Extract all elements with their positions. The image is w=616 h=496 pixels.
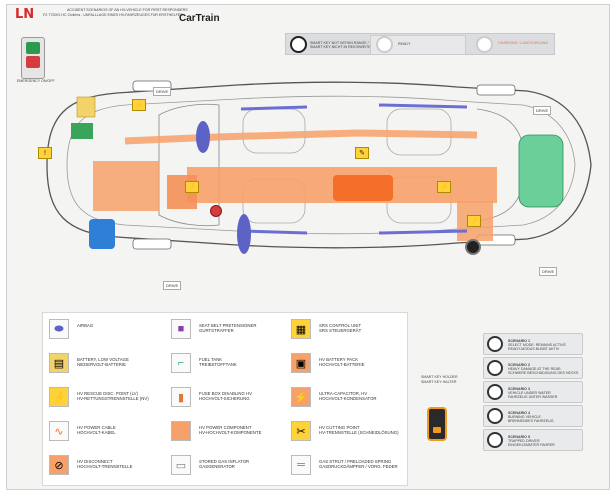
- scenario-1-knob[interactable]: [487, 336, 503, 352]
- scenario-5-knob[interactable]: [487, 432, 503, 448]
- seatbelt-icon: ■: [171, 319, 191, 339]
- smart-key-label-1: SMART KEY HOLDER: [421, 375, 458, 379]
- scenario-3-knob[interactable]: [487, 384, 503, 400]
- status-panel: SMART KEY NOT WITHIN RANGE / SMART KEY N…: [285, 33, 555, 55]
- ignition-knob[interactable]: [465, 239, 481, 255]
- switch-red-button[interactable]: [26, 56, 40, 68]
- fuse-icon: ▮: [171, 387, 191, 407]
- legend-airbag: ⬬AIRBAG: [47, 313, 167, 346]
- capacitor-icon: ⚡: [291, 387, 311, 407]
- hv-rescue-icon: ⚡: [49, 387, 69, 407]
- emergency-switch-label: EMERGENCY ON/OFF: [17, 79, 55, 83]
- fuel-icon: ⌐: [171, 353, 191, 373]
- drive-label-bottom-left: DRIVE: [163, 281, 182, 290]
- drive-label-bottom-right: DRIVE: [539, 267, 558, 276]
- scenario-2-knob[interactable]: [487, 360, 503, 376]
- warning-sign-top: ⚡: [132, 99, 146, 111]
- range-label: SMART KEY NOT WITHIN RANGE / SMART KEY N…: [310, 41, 371, 50]
- gas-inflator-icon: ▭: [171, 455, 191, 475]
- warning-sign-front: !: [38, 147, 52, 159]
- charging-knob[interactable]: [476, 36, 493, 53]
- warning-sign-center: ⚡: [437, 181, 451, 193]
- drive-label-top-left: DRIVE: [153, 87, 172, 96]
- legend-hv-rescue: ⚡HV RESCUE DISC. POINT (LV)HV-RETTUNGSTR…: [47, 381, 167, 414]
- hv-component-icon: [171, 421, 191, 441]
- smart-key-button[interactable]: [433, 427, 441, 433]
- ln-logo: LN: [15, 7, 35, 22]
- switch-green-button[interactable]: [26, 42, 40, 54]
- drive-label-top-right: DRIVE: [533, 106, 552, 115]
- smart-key-label-2: SMART KEY HALTER: [421, 380, 457, 384]
- car-diagram: [46, 80, 592, 254]
- range-knob[interactable]: [290, 36, 307, 53]
- charging-label: CHARGING / LADEVORGANG: [498, 41, 549, 45]
- srs-icon: ▦: [291, 319, 311, 339]
- warning-sign-rear: ⚡: [467, 215, 481, 227]
- gas-strut-icon: ═: [291, 455, 311, 475]
- brand-logo: CarTrain: [179, 13, 220, 24]
- cable-icon: ∿: [49, 421, 69, 441]
- smart-key-holder[interactable]: [427, 407, 447, 441]
- trainer-board: LN ACCIDENT SCENARIOS OF AN HV-VEHICLE F…: [6, 4, 610, 490]
- header-subtitle-1: ACCIDENT SCENARIOS OF AN HV-VEHICLE FOR …: [67, 8, 188, 12]
- disconnect-icon: ⊘: [49, 455, 69, 475]
- ready-label: READY: [398, 42, 411, 46]
- emergency-switch[interactable]: [21, 37, 45, 79]
- ready-knob[interactable]: [376, 36, 393, 53]
- warning-sign-seat: ✎: [355, 147, 369, 159]
- header-subtitle-2: FZ 772001 HC Civil/ms - UNFALLLAGE EINES…: [43, 13, 183, 17]
- cutting-icon: ✂: [291, 421, 311, 441]
- battery-icon: ▤: [49, 353, 69, 373]
- scenario-4-knob[interactable]: [487, 408, 503, 424]
- fuse-button[interactable]: [210, 205, 222, 217]
- warning-sign-battery: ⚡: [185, 181, 199, 193]
- hv-battery-icon: ▣: [291, 353, 311, 373]
- airbag-icon: ⬬: [49, 319, 69, 339]
